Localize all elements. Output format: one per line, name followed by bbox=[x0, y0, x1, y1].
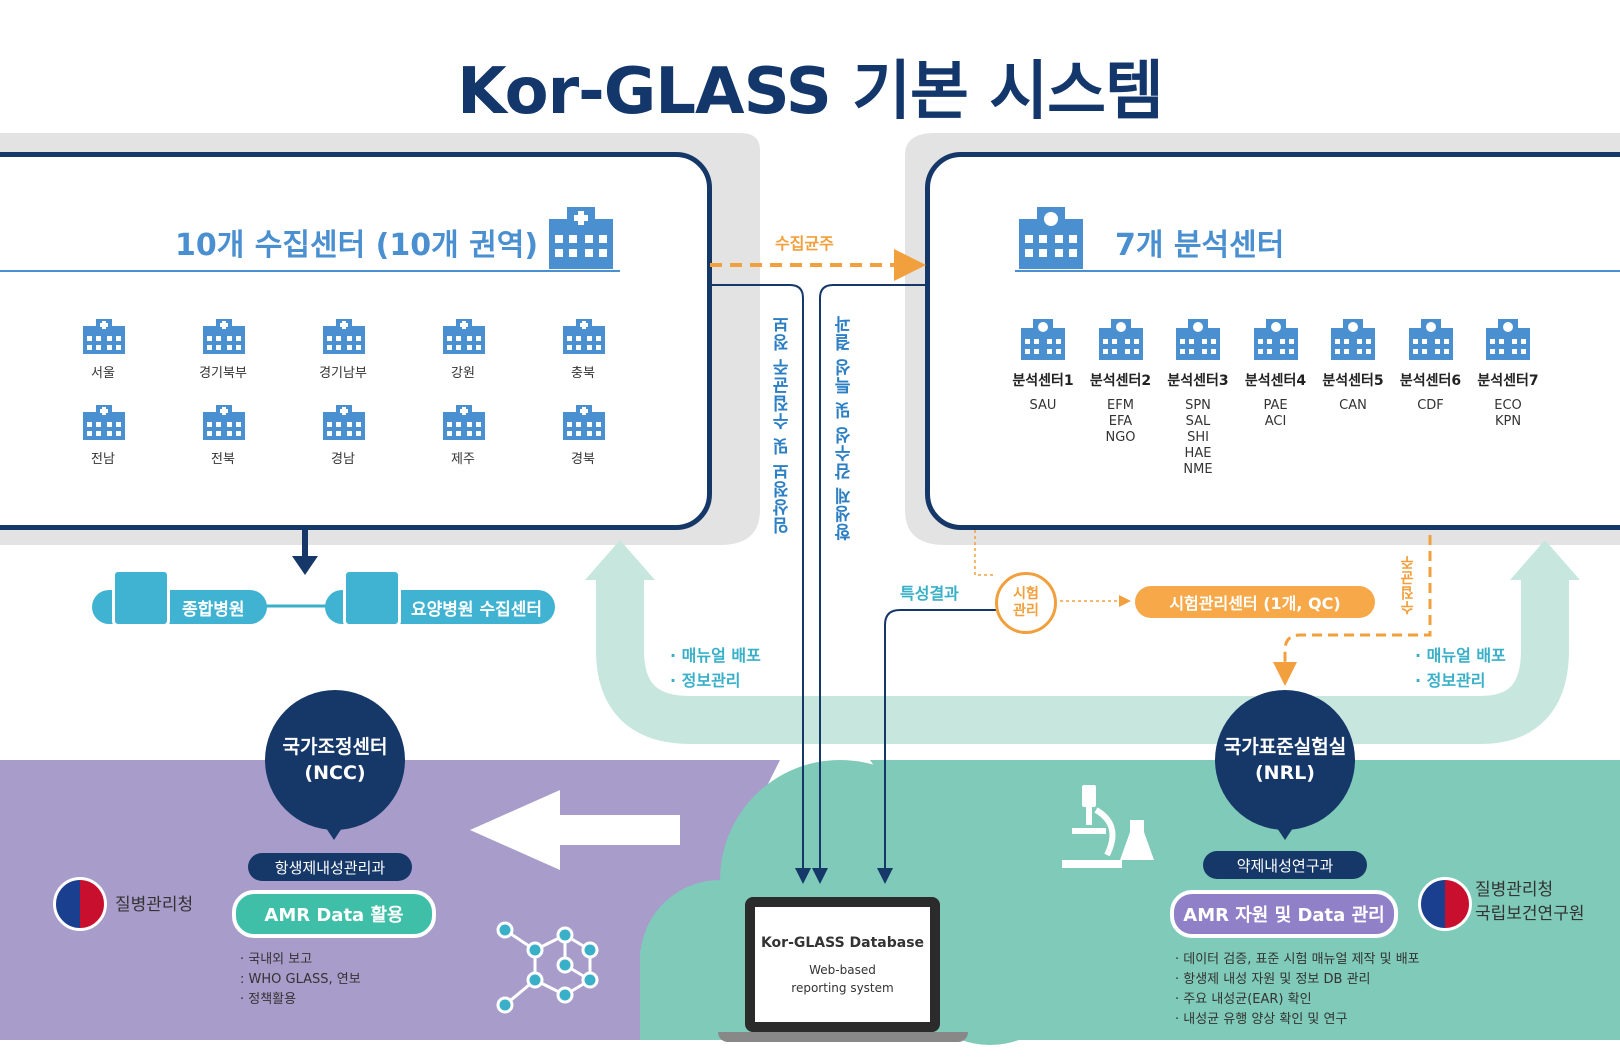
lab-hospital-icon bbox=[1329, 318, 1377, 360]
nursing-hospital-label: 요양병원 수집센터 bbox=[411, 599, 543, 620]
lab-hospital-icon bbox=[1174, 318, 1222, 360]
nrl-agency: 질병관리청 국립보건연구원 bbox=[1475, 880, 1585, 924]
analysis-center-label: 분석센터1 bbox=[1012, 373, 1074, 389]
ncc-dept-label: 항생제내성관리과 bbox=[274, 858, 386, 877]
manual-right: · 매뉴얼 배포 · 정보관리 bbox=[1415, 646, 1506, 690]
lab-hospital-icon bbox=[1407, 318, 1455, 360]
nrl-dept-label: 약제내성연구과 bbox=[1236, 856, 1334, 875]
analysis-center-label: 분석센터5 bbox=[1322, 373, 1384, 389]
nursing-hospital-pill: 요양병원 수집센터 bbox=[325, 569, 555, 627]
collection-center-label: 전북 bbox=[211, 452, 235, 467]
collection-title: 10개 수집센터 (10개 권역) bbox=[175, 228, 539, 263]
qc-center-label: 시험관리센터 (1개, QC) bbox=[1169, 594, 1341, 613]
analysis-center-label: 분석센터4 bbox=[1244, 373, 1307, 389]
hospital-icon bbox=[321, 404, 367, 440]
flow-label-char-result: 특성결과 bbox=[900, 584, 959, 603]
analysis-center-codes: SPN SAL SHI HAE NME bbox=[1183, 398, 1213, 477]
collection-center-label: 서울 bbox=[91, 366, 115, 381]
nrl-pointer bbox=[1273, 822, 1297, 840]
analysis-center-label: 분석센터7 bbox=[1477, 373, 1539, 389]
ncc-bullets: · 국내외 보고 : WHO GLASS, 연보 · 정책활용 bbox=[240, 952, 361, 1007]
collection-center-label: 경남 bbox=[331, 452, 355, 467]
analysis-title: 7개 분석센터 bbox=[1115, 228, 1285, 263]
ncc-dept: 항생제내성관리과 bbox=[248, 853, 412, 881]
manual-left: · 매뉴얼 배포 · 정보관리 bbox=[670, 646, 761, 690]
general-hospital-pill: 종합병원 bbox=[92, 569, 267, 627]
test-mgmt-circle: 시험 관리 bbox=[995, 572, 1057, 634]
hospital-icon bbox=[112, 569, 170, 627]
analysis-center-label: 분석센터2 bbox=[1089, 373, 1152, 389]
hospital-icon bbox=[549, 207, 613, 269]
nrl-dept: 약제내성연구과 bbox=[1203, 851, 1367, 879]
general-hospital-label: 종합병원 bbox=[182, 599, 245, 620]
nrl-role: AMR 자원 및 Data 관리 bbox=[1170, 890, 1398, 938]
lab-hospital-icon bbox=[1484, 318, 1532, 360]
analysis-center-codes: EFM EFA NGO bbox=[1105, 398, 1136, 445]
analysis-center-codes: SAU bbox=[1029, 398, 1057, 413]
database-title: Kor-GLASS Database bbox=[760, 935, 925, 951]
hospital-icon bbox=[201, 318, 247, 354]
hospital-icon bbox=[441, 404, 487, 440]
collection-center-label: 충북 bbox=[571, 366, 595, 381]
ncc-role-label: AMR Data 활용 bbox=[264, 905, 404, 926]
flow-label-strain: 수집균주 bbox=[775, 234, 834, 253]
analysis-center-codes: CDF bbox=[1417, 398, 1444, 413]
hospital-icon bbox=[561, 404, 607, 440]
analysis-center-codes: CAN bbox=[1339, 398, 1367, 413]
lab-hospital-icon bbox=[1019, 318, 1067, 360]
kdca-logo-icon bbox=[1418, 877, 1472, 931]
lab-hospital-icon bbox=[1252, 318, 1300, 360]
analysis-center-label: 분석센터6 bbox=[1399, 373, 1462, 389]
lab-hospital-icon bbox=[1019, 207, 1083, 269]
network-molecule-icon bbox=[496, 921, 599, 1014]
microscope-icon bbox=[1062, 785, 1154, 868]
hospital-icon bbox=[321, 318, 367, 354]
flow-label-clinical: 임상정보 및 수집균주 정보 bbox=[773, 315, 793, 534]
hospital-icon bbox=[81, 318, 127, 354]
divider bbox=[1015, 270, 1620, 272]
nrl-name: 국가표준실험실 (NRL) bbox=[1223, 736, 1347, 784]
hospital-icon bbox=[561, 318, 607, 354]
database-subtitle: Web-based reporting system bbox=[791, 963, 894, 995]
collection-center-label: 경북 bbox=[571, 452, 595, 467]
laptop-base bbox=[718, 1032, 968, 1042]
collection-center-label: 경기남부 bbox=[319, 366, 367, 381]
laptop-screen: Kor-GLASS Database Web-based reporting s… bbox=[745, 897, 940, 1032]
nrl-bullets: · 데이터 검증, 표준 시험 매뉴얼 제작 및 배포 · 항생제 내성 자원 … bbox=[1175, 952, 1420, 1027]
nrl-role-label: AMR 자원 및 Data 관리 bbox=[1183, 905, 1385, 926]
divider bbox=[0, 270, 620, 272]
kdca-logo-icon bbox=[53, 877, 107, 931]
hospital-icon bbox=[81, 404, 127, 440]
ncc-agency: 질병관리청 bbox=[115, 895, 194, 915]
qc-center-pill: 시험관리센터 (1개, QC) bbox=[1135, 586, 1375, 618]
flow-label-susceptibility: 항생제 감수성 및 특성 결과 bbox=[835, 315, 855, 541]
analysis-center-label: 분석센터3 bbox=[1167, 373, 1229, 389]
hospital-icon bbox=[441, 318, 487, 354]
analysis-center-codes: PAE ACI bbox=[1263, 398, 1288, 429]
collection-center-label: 강원 bbox=[451, 366, 475, 381]
hospital-icon bbox=[201, 404, 247, 440]
lab-hospital-icon bbox=[1097, 318, 1145, 360]
ncc-name: 국가조정센터 (NCC) bbox=[282, 736, 388, 784]
analysis-center-codes: ECO KPN bbox=[1494, 398, 1522, 429]
ncc-pointer bbox=[322, 822, 346, 840]
ncc-circle: 국가조정센터 (NCC) bbox=[265, 690, 405, 830]
collection-center-label: 전남 bbox=[91, 452, 115, 467]
ncc-role: AMR Data 활용 bbox=[232, 890, 436, 938]
laptop-display: Kor-GLASS Database Web-based reporting s… bbox=[755, 907, 930, 1022]
collection-center-label: 경기북부 bbox=[199, 366, 247, 381]
page-title: Kor-GLASS 기본 시스템 bbox=[457, 55, 1164, 129]
collection-center-label: 제주 bbox=[451, 452, 475, 467]
nrl-circle: 국가표준실험실 (NRL) bbox=[1215, 690, 1355, 830]
test-mgmt-label: 시험 관리 bbox=[1013, 586, 1039, 619]
hospital-icon bbox=[343, 569, 401, 627]
flow-label-strain-2: 수집균주 bbox=[1400, 555, 1416, 615]
